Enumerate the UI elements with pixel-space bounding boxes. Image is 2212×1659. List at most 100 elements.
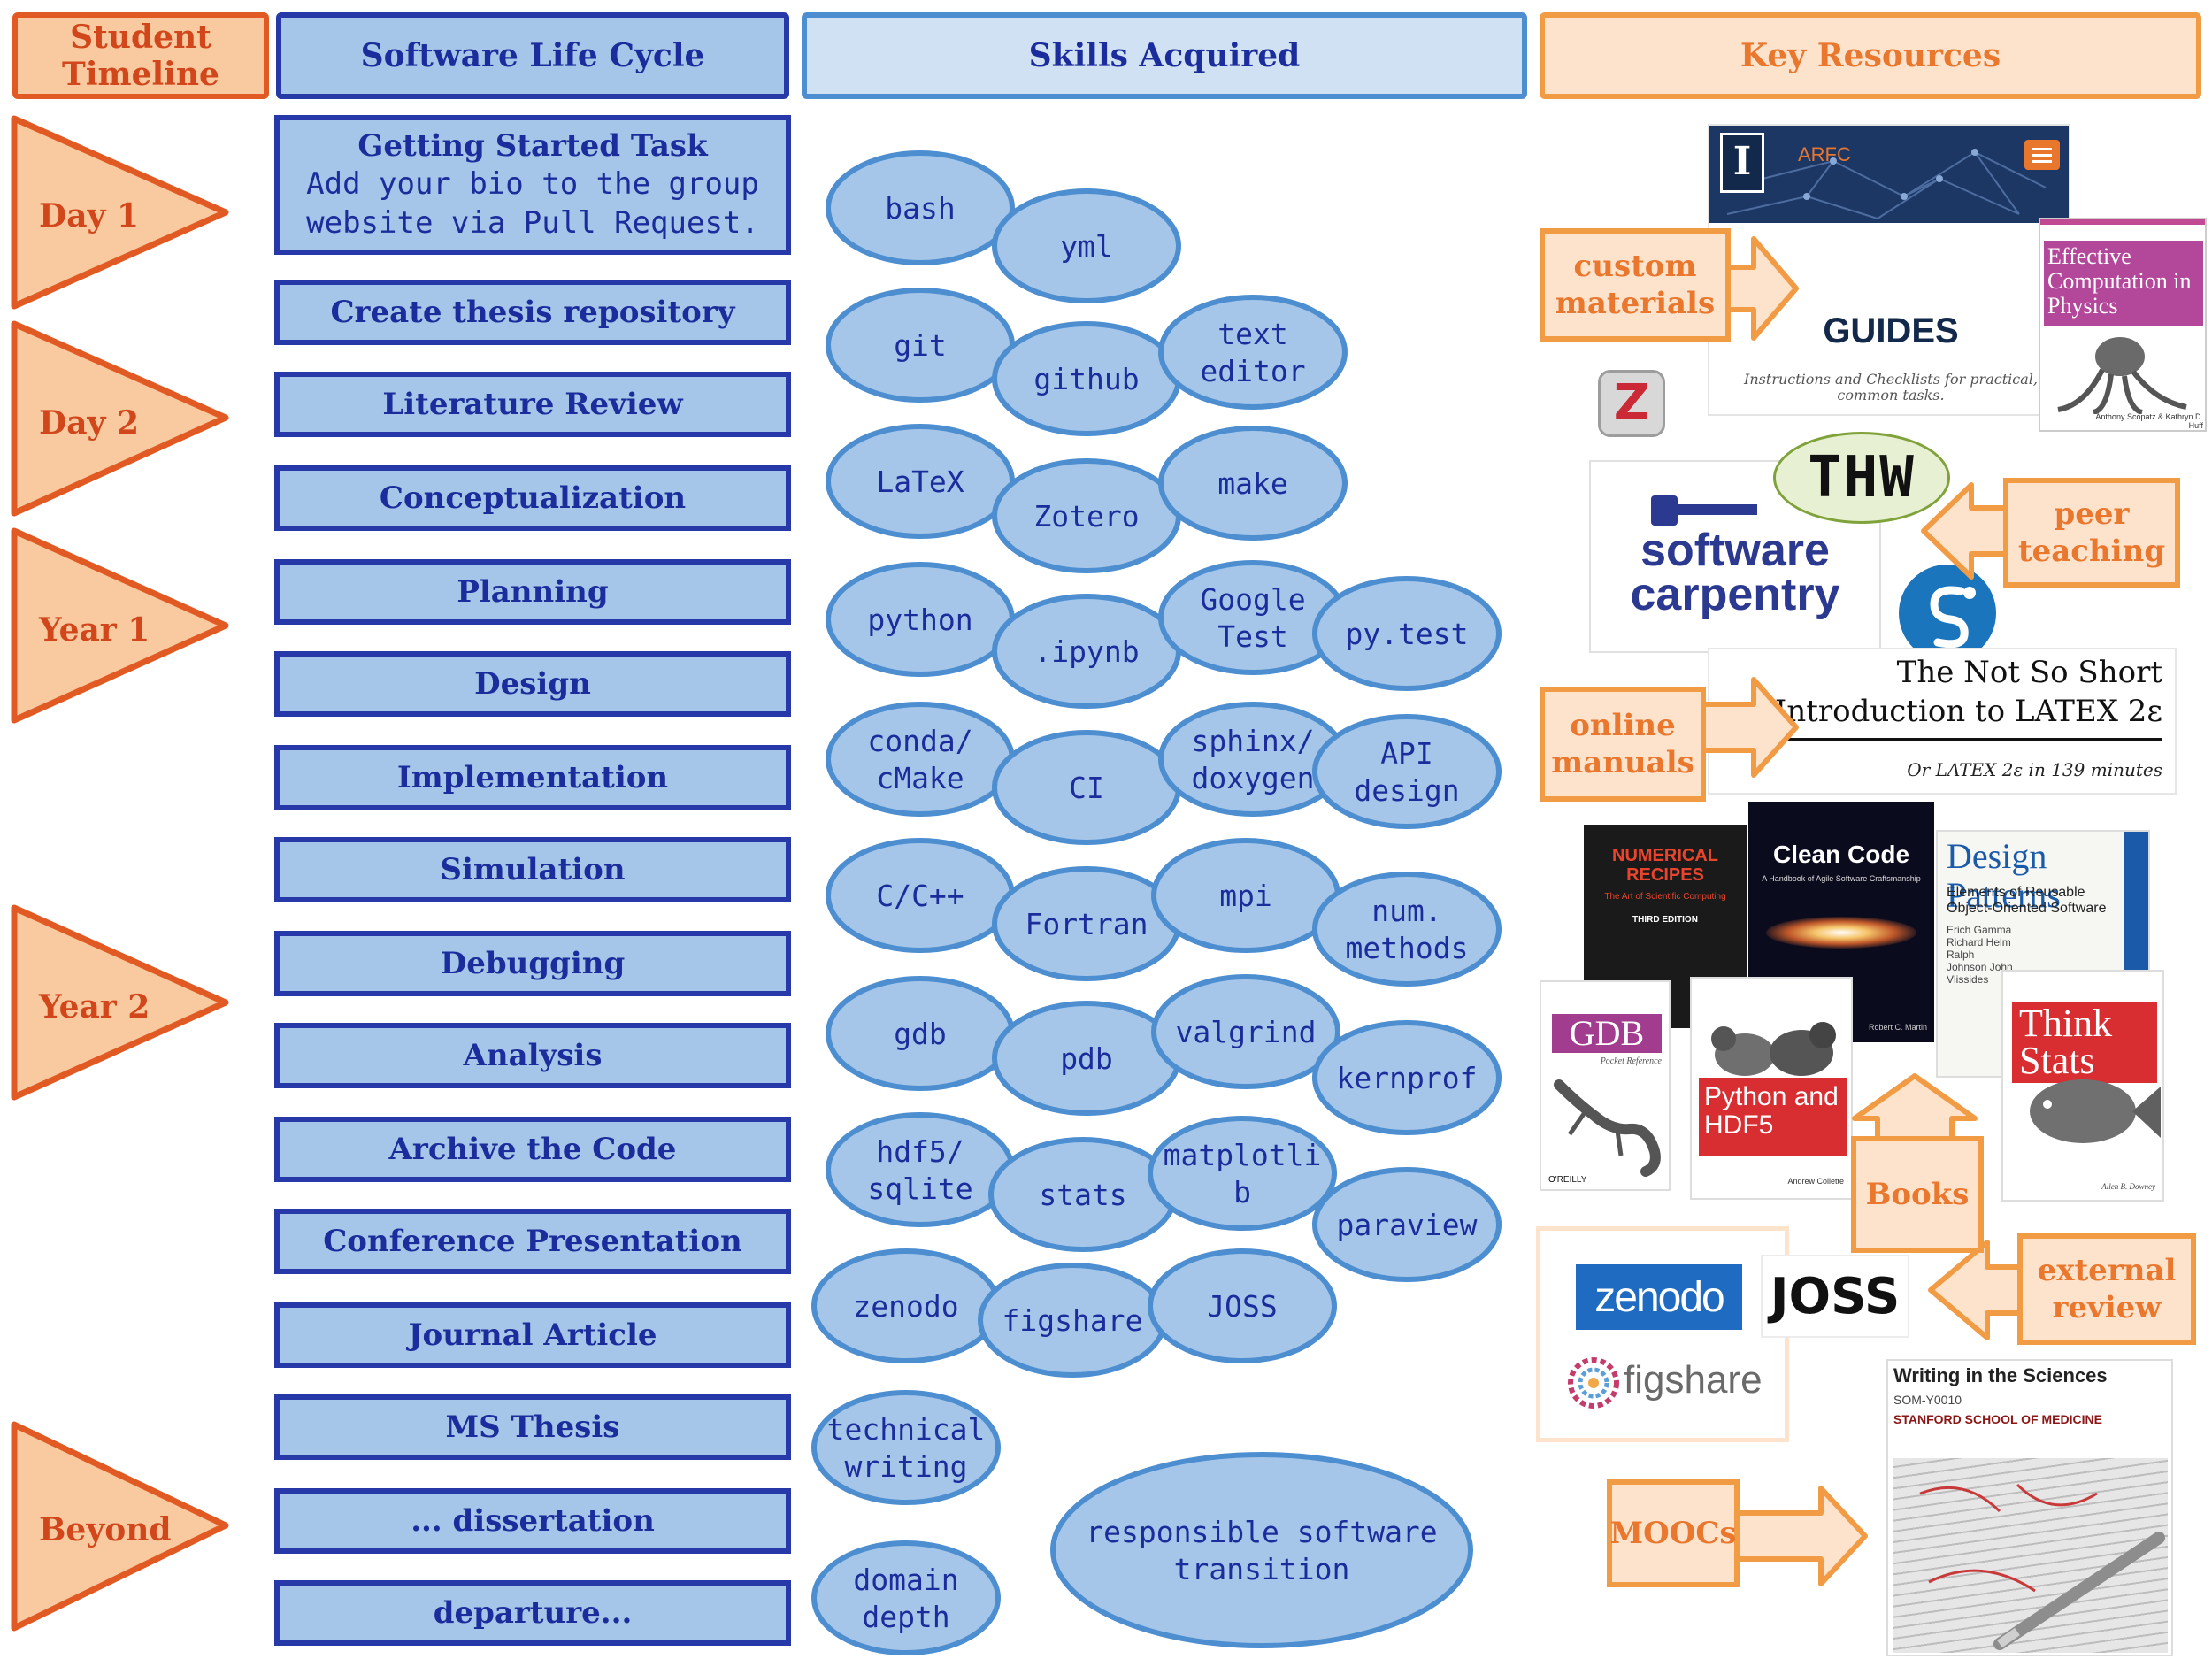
skill-label: figshare	[1002, 1303, 1143, 1338]
timeline-day1: Day 1	[11, 115, 229, 310]
getting-started-title: Getting Started Task	[357, 128, 708, 164]
skill-bubble: sphinx/doxygen	[1158, 702, 1348, 817]
zenodo-logo: zenodo	[1576, 1264, 1742, 1330]
getting-started-line1: Add your bio to the group	[306, 166, 759, 202]
zotero-logo: Z	[1598, 370, 1665, 437]
effective-computation-title: Effective Computation in Physics	[2044, 241, 2203, 326]
guides-subtitle: Instructions and Checklists for practica…	[1744, 371, 2038, 403]
pen-illustration	[1919, 1483, 2165, 1650]
skill-bubble: valgrind	[1151, 974, 1340, 1089]
skill-bubble-shape	[1151, 974, 1340, 1089]
skill-bubble: conda/cMake	[826, 702, 1015, 817]
timeline-beyond: Beyond	[11, 1421, 229, 1632]
timeline-label-day2: Day 2	[39, 404, 139, 442]
octopus-illustration	[2057, 337, 2187, 414]
hammer-icon	[1651, 495, 1757, 526]
timeline-year1: Year 1	[11, 527, 229, 724]
mooc-school: STANFORD SCHOOL OF MEDICINE	[1893, 1412, 2102, 1426]
latex-rule	[1773, 738, 2162, 741]
skill-bubble-shape	[1312, 872, 1502, 987]
skill-bubble: py.test	[1312, 576, 1502, 691]
network-pattern	[1726, 149, 2047, 220]
skill-bubble: .ipynb	[992, 594, 1181, 709]
lifecycle-step: Planning	[274, 559, 791, 625]
book-think-stats: Think Stats Allen B. Downey	[2001, 970, 2164, 1202]
skill-bubble: Zotero	[992, 458, 1181, 573]
lifecycle-step: departure...	[274, 1580, 791, 1646]
skill-label: yml	[1060, 229, 1113, 264]
skill-bubble: mpi	[1151, 838, 1340, 953]
latex-subtitle: Or LATEX 2ε in 139 minutes	[1907, 759, 2162, 780]
joss-text: JOSS	[1770, 1267, 1901, 1325]
skill-label: C/C++	[876, 879, 964, 913]
arfc-title: ARFC	[1798, 143, 1851, 165]
skill-bubble-shape	[826, 1112, 1015, 1227]
book-python-hdf5: Python and HDF5 Andrew Collette	[1690, 977, 1853, 1200]
birds-illustration	[1711, 1022, 1836, 1076]
skill-bubble-shape	[811, 1540, 1001, 1655]
nr-title: NUMERICAL RECIPES	[1612, 846, 1718, 885]
timeline-year2: Year 2	[11, 904, 229, 1101]
book-gdb: GDB Pocket Reference O'REILLY	[1540, 980, 1671, 1191]
skill-bubble: LaTeX	[826, 424, 1015, 539]
skill-bubble-shape	[811, 1390, 1001, 1505]
timeline-label-year2: Year 2	[38, 988, 150, 1025]
skill-label: mpi	[1219, 879, 1272, 913]
design-patterns-title: Design Patterns	[1947, 836, 2061, 915]
label-books: Books	[1851, 1136, 1984, 1253]
gdb-subtitle: Pocket Reference	[1600, 1056, 1662, 1066]
mooc-manuscript-image	[1893, 1458, 2168, 1653]
skill-bubble: pdb	[992, 1001, 1181, 1116]
skill-bubble: make	[1158, 426, 1348, 541]
skill-label: zenodo	[853, 1289, 958, 1324]
skill-label: valgrind	[1176, 1015, 1317, 1049]
arrow-external-review	[1928, 1240, 2025, 1340]
timeline-label-year1: Year 1	[38, 611, 150, 649]
skill-bubble-shape	[1312, 576, 1502, 691]
header-skills-acquired: Skills Acquired	[802, 12, 1527, 99]
skill-bubble-shape	[1148, 1248, 1337, 1363]
skill-label: num.methods	[1345, 894, 1468, 965]
gdb-publisher: O'REILLY	[1548, 1175, 1587, 1185]
nr-subtitle: The Art of Scientific Computing	[1604, 892, 1726, 902]
joss-logo: JOSS	[1761, 1255, 1909, 1338]
lifecycle-step: Create thesis repository	[274, 280, 791, 345]
guides-title: GUIDES	[1823, 311, 1959, 350]
mooc-code: SOM-Y0010	[1893, 1393, 1962, 1407]
galaxy-illustration	[1766, 917, 1916, 949]
lifecycle-step: Debugging	[274, 931, 791, 996]
lizard-illustration	[1554, 1079, 1661, 1177]
skill-bubble: kernprof	[1312, 1020, 1502, 1135]
timeline-label-day1: Day 1	[39, 197, 139, 234]
mooc-writing-sciences: Writing in the Sciences SOM-Y0010 STANFO…	[1886, 1359, 2173, 1656]
lifecycle-getting-started: Getting Started Task Add your bio to the…	[274, 115, 791, 255]
thw-logo: THW	[1773, 432, 1950, 524]
skill-label: bash	[885, 191, 955, 226]
label-online-manuals: online manuals	[1540, 687, 1706, 802]
skill-bubble-shape	[1312, 714, 1502, 829]
skill-label: conda/cMake	[867, 724, 972, 795]
skill-bubble: paraview	[1312, 1167, 1502, 1282]
skill-label: kernprof	[1337, 1061, 1478, 1095]
header-software-life-cycle: Software Life Cycle	[276, 12, 789, 99]
design-patterns-authors: Erich Gamma Richard Helm Ralph Johnson J…	[1947, 924, 2013, 986]
gdb-title: GDB	[1552, 1014, 1662, 1053]
skill-label: make	[1217, 466, 1287, 501]
menu-icon[interactable]	[2024, 140, 2060, 170]
skill-bubble: num.methods	[1312, 872, 1502, 987]
lifecycle-step: Journal Article	[274, 1302, 791, 1368]
software-carpentry-line1: software	[1640, 525, 1830, 576]
lifecycle-step: Design	[274, 651, 791, 717]
skill-bubble-shape	[1158, 295, 1348, 410]
think-stats-author: Allen B. Downey	[2101, 1182, 2155, 1191]
arfc-banner: I ARFC	[1709, 126, 2069, 223]
skill-label: LaTeX	[876, 465, 964, 499]
label-moocs: MOOCs	[1607, 1479, 1740, 1587]
python-s-logo[interactable]	[1899, 565, 1996, 662]
skill-label: pdb	[1060, 1041, 1113, 1076]
